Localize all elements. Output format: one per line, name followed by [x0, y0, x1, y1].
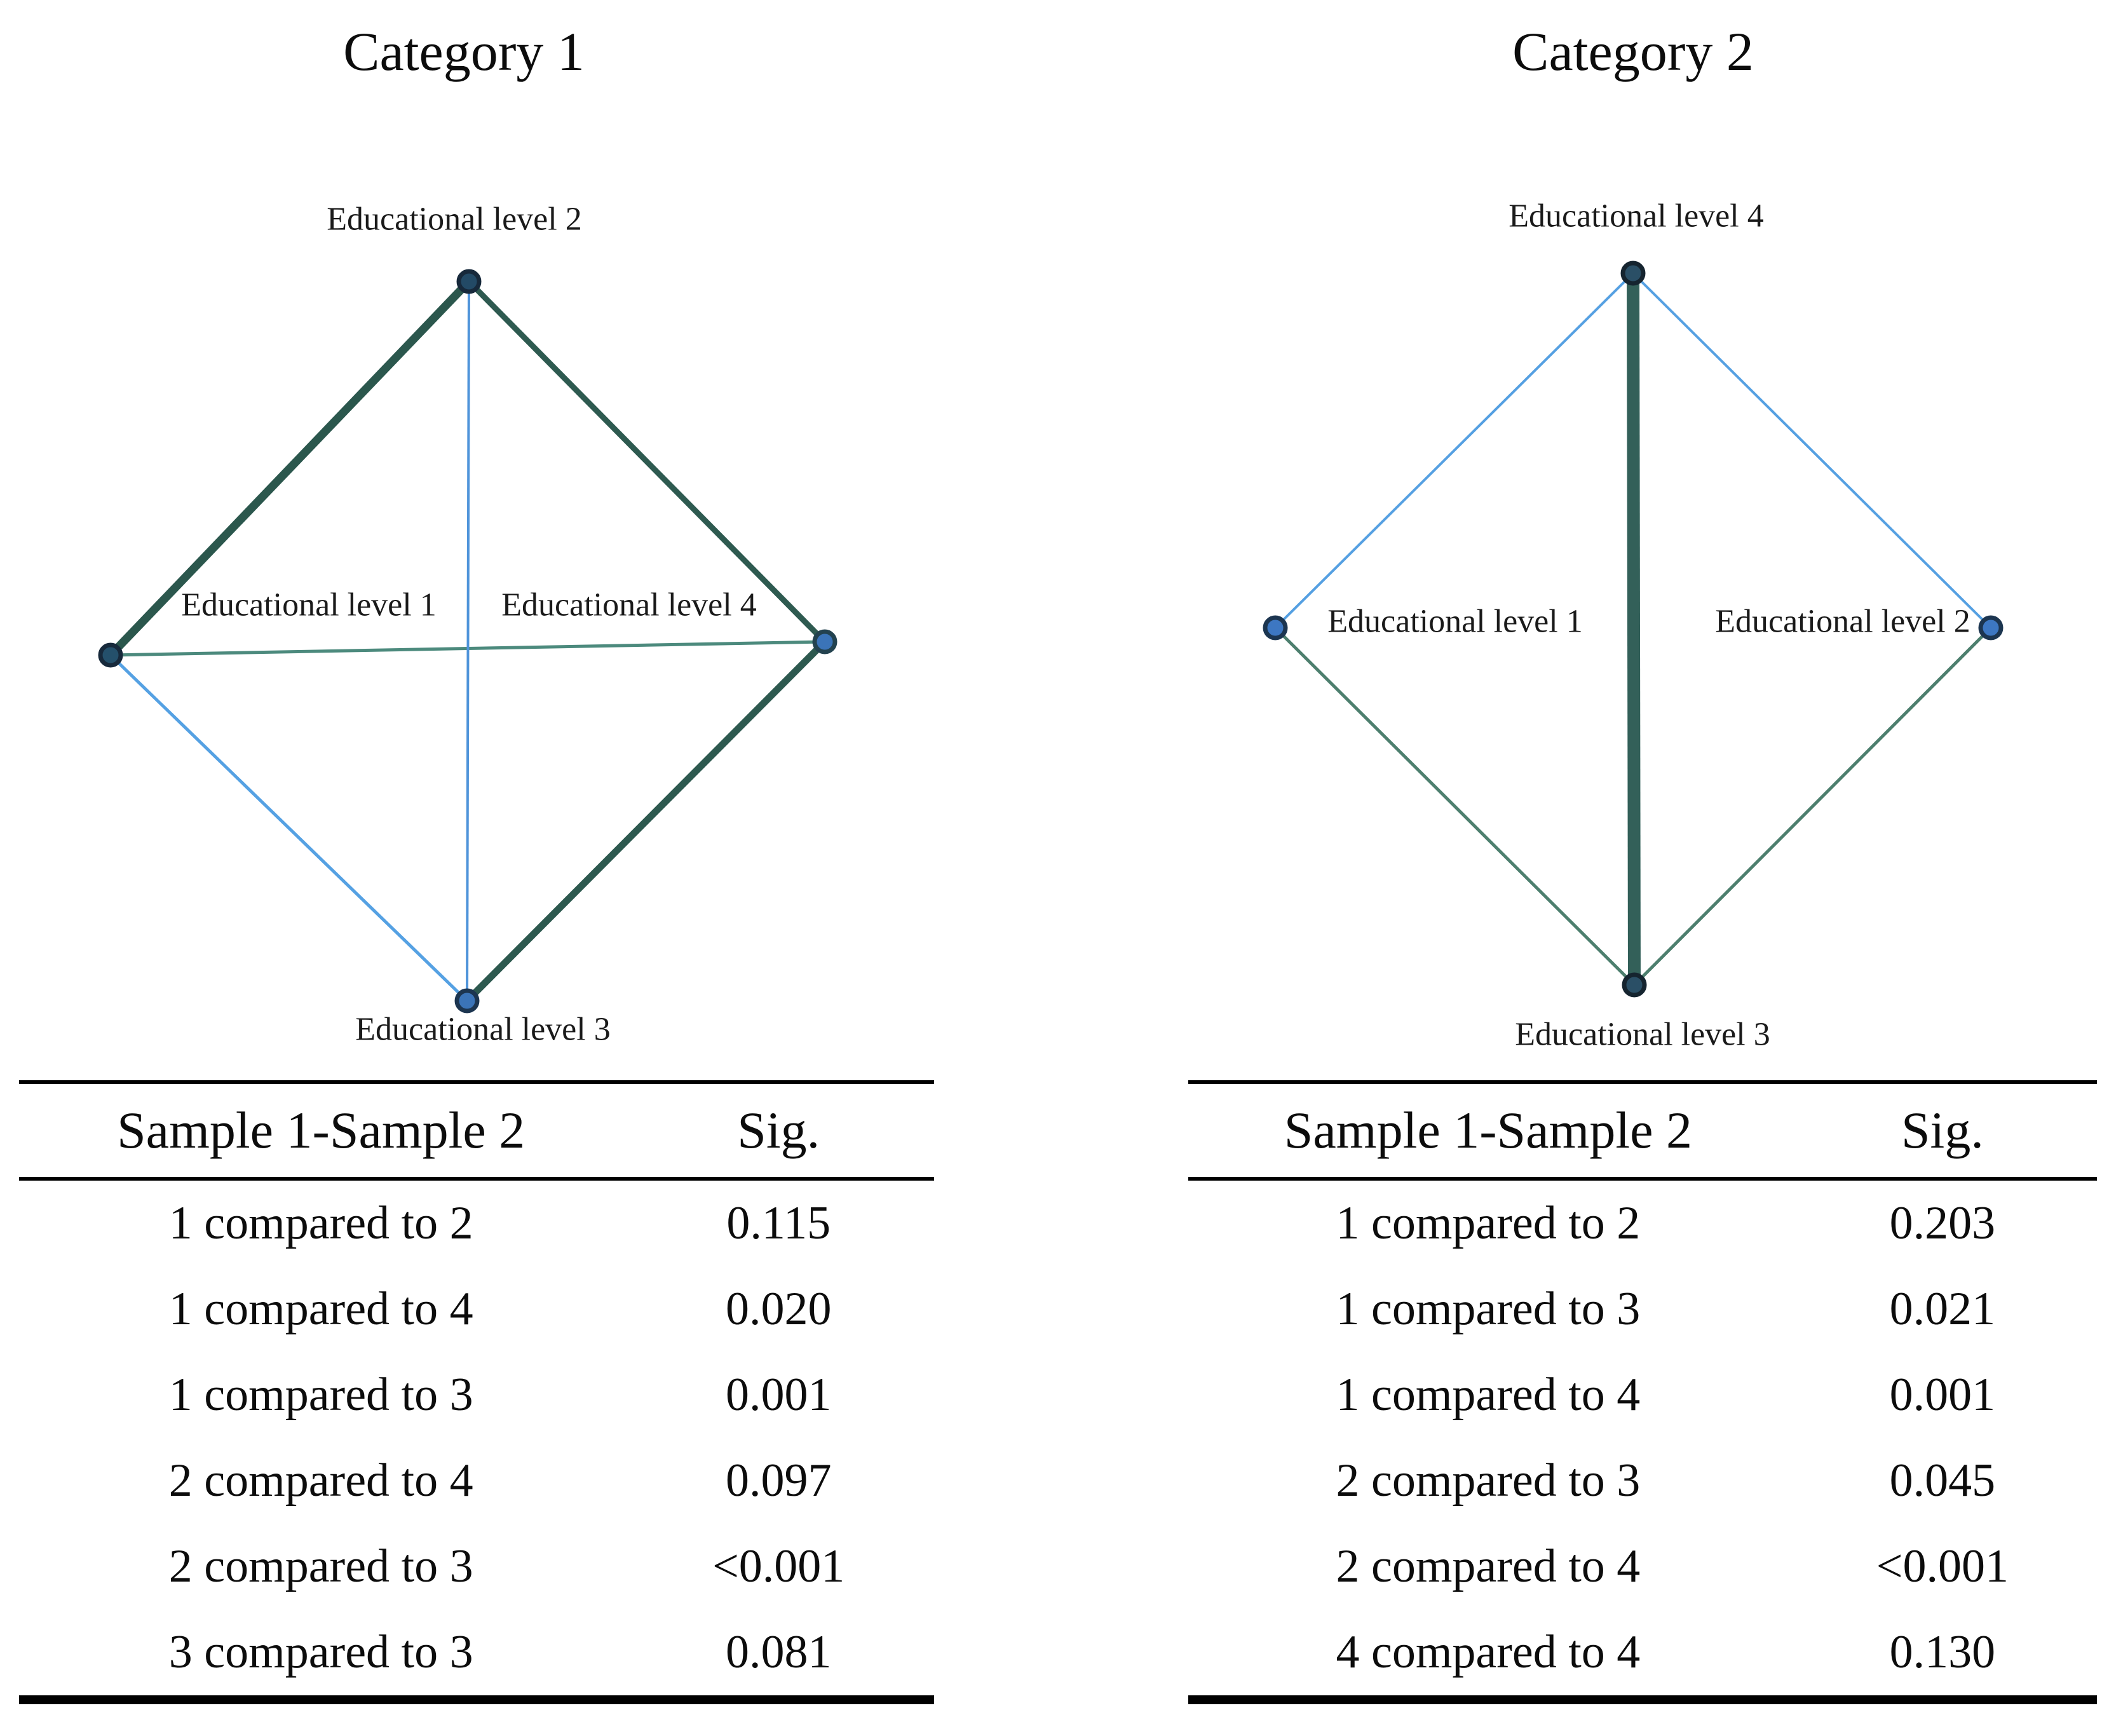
sig-value: 0.097: [725, 1455, 832, 1507]
comparison-label: 4 compared to 4: [1336, 1626, 1641, 1678]
edge-level4-level3: [1627, 273, 1641, 986]
panel-title-category-2: Category 2: [1512, 21, 1754, 82]
edge-level1-level3: [109, 654, 468, 1002]
sig-value: <0.001: [712, 1540, 845, 1592]
sig-value: 0.130: [1889, 1626, 1996, 1678]
comparison-label: 1 compared to 2: [168, 1197, 473, 1249]
edge-level2-level4: [466, 279, 827, 644]
node-label-level-4: Educational level 4: [1509, 198, 1763, 234]
node-level-1: [1263, 615, 1288, 641]
node-level-4: [1620, 261, 1646, 286]
sig-value: <0.001: [1876, 1540, 2009, 1592]
table-row: 1 compared to 4 0.001: [1188, 1352, 2097, 1438]
edge-level2-level3: [466, 281, 470, 1001]
node-level-2: [456, 269, 482, 294]
sig-value: 0.203: [1889, 1197, 1996, 1249]
edge-level1-level3: [1274, 627, 1636, 986]
panel-title-category-1: Category 1: [343, 21, 585, 82]
sig-value: 0.001: [725, 1369, 832, 1421]
comparison-label: 2 compared to 4: [1336, 1540, 1641, 1592]
comparison-label: 2 compared to 3: [168, 1540, 473, 1592]
comparison-label: 1 compared to 2: [1336, 1197, 1641, 1249]
node-label-level-2: Educational level 2: [1715, 604, 1970, 640]
col-header-sig: Sig.: [1787, 1082, 2097, 1181]
comparison-label: 1 compared to 4: [168, 1283, 473, 1335]
comparison-label: 1 compared to 3: [168, 1369, 473, 1421]
edge-level4-level2: [1632, 272, 1992, 629]
table-row: 1 compared to 2 0.115: [19, 1179, 934, 1266]
node-level-3: [454, 988, 480, 1014]
comparison-label: 3 compared to 3: [168, 1626, 473, 1678]
comparison-label: 2 compared to 3: [1336, 1455, 1641, 1507]
comparison-label: 1 compared to 4: [1336, 1369, 1641, 1421]
node-label-level-4: Educational level 4: [501, 587, 756, 623]
diagram-category-1: Educational level 2 Educational level 1 Ed…: [98, 201, 837, 1048]
edge-level1-level2: [107, 278, 472, 658]
table-row: 3 compared to 3 0.081: [19, 1610, 934, 1700]
table-row: 2 compared to 4 0.097: [19, 1438, 934, 1524]
diagram-category-2: Educational level 4 Educational level 1 Ed…: [1263, 198, 2004, 1053]
table-row: 1 compared to 2 0.203: [1188, 1179, 2097, 1266]
node-level-4: [812, 629, 837, 654]
table-row: 2 compared to 4 <0.001: [1188, 1524, 2097, 1610]
edge-level4-level1: [1274, 272, 1634, 629]
sig-value: 0.045: [1889, 1455, 1996, 1507]
comparison-label: 2 compared to 4: [168, 1455, 473, 1507]
node-label-level-3: Educational level 3: [355, 1012, 610, 1048]
table-header-row: Sample 1-Sample 2 Sig.: [19, 1082, 934, 1181]
node-label-level-3: Educational level 3: [1515, 1017, 1770, 1053]
node-label-level-1: Educational level 1: [181, 587, 436, 623]
node-level-1: [98, 642, 123, 668]
table-row: 1 compared to 3 0.001: [19, 1352, 934, 1438]
sig-table-category-1: Sample 1-Sample 2 Sig. 1 compared to 2 0.…: [19, 1080, 934, 1704]
sig-table-category-2: Sample 1-Sample 2 Sig. 1 compared to 2 0.…: [1188, 1080, 2097, 1704]
sig-value: 0.081: [725, 1626, 832, 1678]
node-level-3: [1622, 972, 1647, 998]
node-level-2: [1978, 615, 2004, 641]
node-label-level-1: Educational level 1: [1327, 604, 1582, 640]
sig-value: 0.020: [725, 1283, 832, 1335]
edge-level3-level4: [464, 639, 827, 1003]
sig-value: 0.021: [1889, 1283, 1996, 1335]
table-row: 4 compared to 4 0.130: [1188, 1610, 2097, 1700]
table-header-row: Sample 1-Sample 2 Sig.: [1188, 1082, 2097, 1181]
table-row: 1 compared to 3 0.021: [1188, 1266, 2097, 1352]
col-header-sample-pair: Sample 1-Sample 2: [1188, 1082, 1788, 1181]
table-row: 1 compared to 4 0.020: [19, 1266, 934, 1352]
table-row: 2 compared to 3 <0.001: [19, 1524, 934, 1610]
table-row: 2 compared to 3 0.045: [1188, 1438, 2097, 1524]
edge-level2-level3: [1633, 627, 1992, 986]
sig-value: 0.115: [726, 1197, 831, 1249]
node-label-level-2: Educational level 2: [327, 201, 581, 238]
comparison-label: 1 compared to 3: [1336, 1283, 1641, 1335]
sig-value: 0.001: [1889, 1369, 1996, 1421]
col-header-sample-pair: Sample 1-Sample 2: [19, 1082, 623, 1181]
col-header-sig: Sig.: [623, 1082, 934, 1181]
